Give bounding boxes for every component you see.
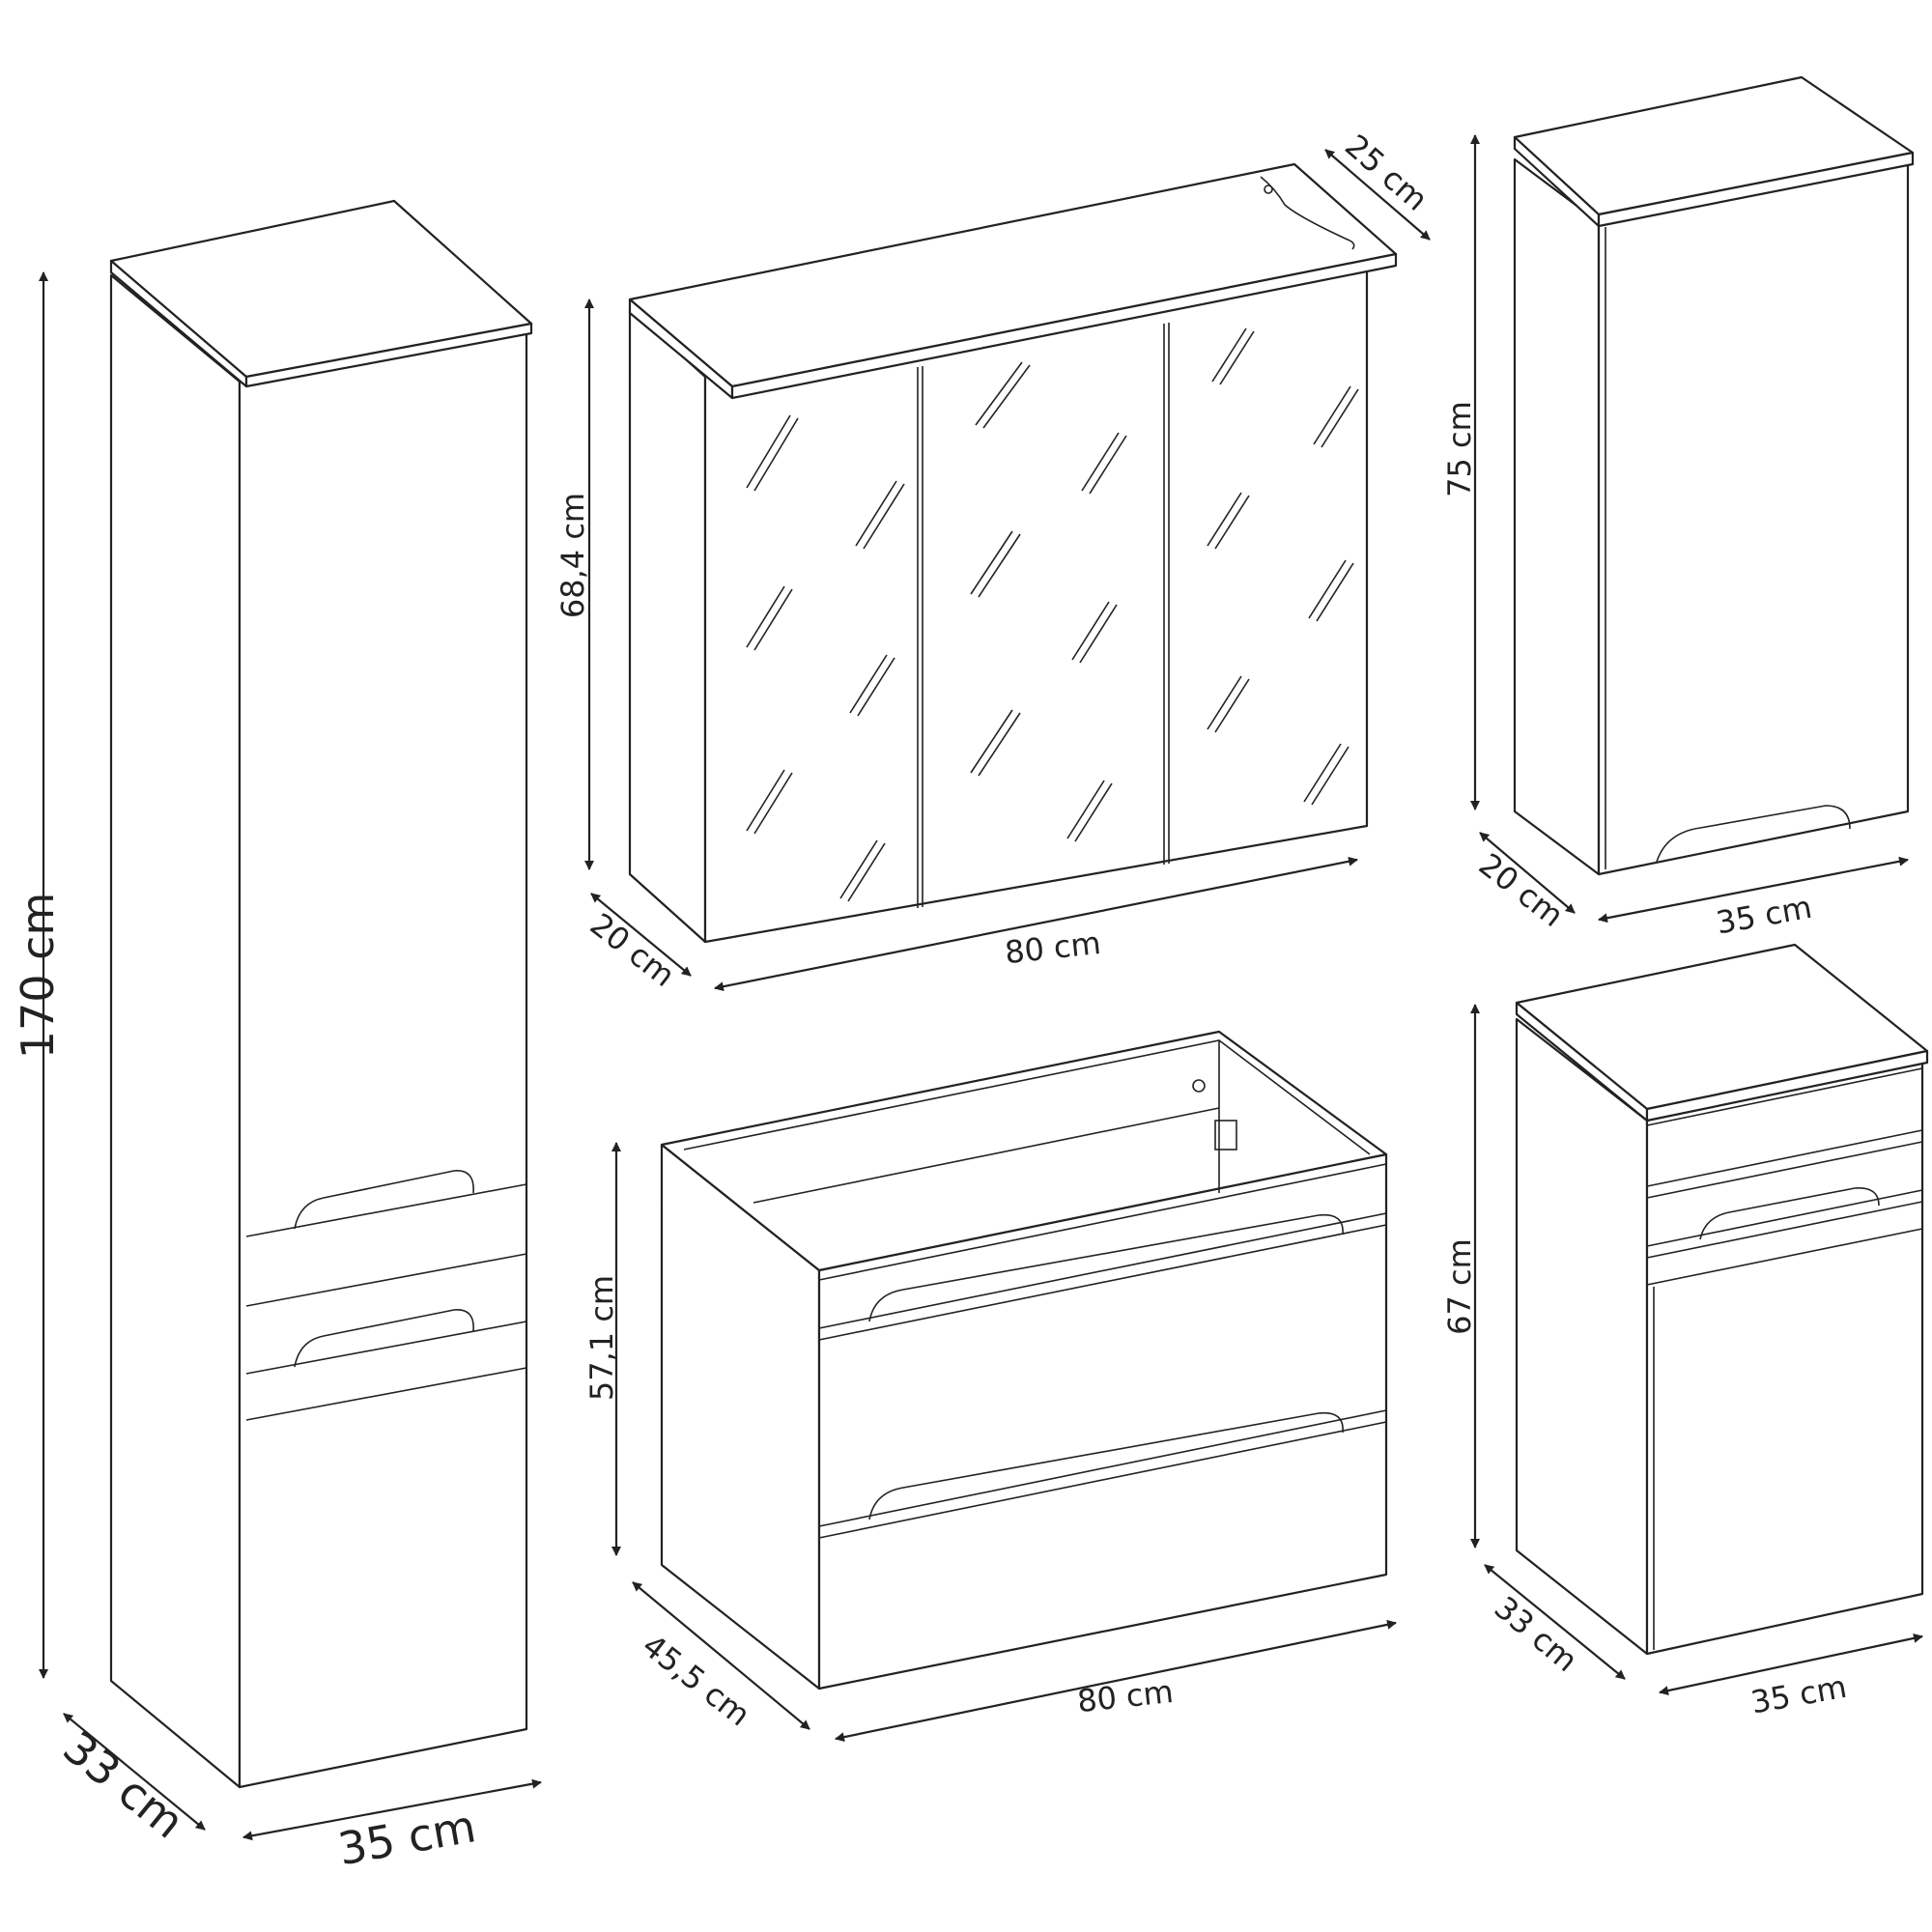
wall-height-label: 75 cm <box>1441 401 1478 497</box>
tall-height-label: 170 cm <box>12 893 64 1060</box>
low-width-label: 35 cm <box>1748 1668 1850 1721</box>
mirror-width-label: 80 cm <box>1003 924 1102 971</box>
tall-cabinet <box>109 199 533 1789</box>
tall-width-label: 35 cm <box>334 1800 479 1875</box>
wall-depth-label: 20 cm <box>1472 846 1571 934</box>
vanity-width-label: 80 cm <box>1075 1673 1175 1719</box>
wall-width-label: 35 cm <box>1714 889 1815 942</box>
low-height-label: 67 cm <box>1441 1238 1478 1335</box>
mirror-height-label: 68,4 cm <box>554 493 591 618</box>
mirror-depth-label: 20 cm <box>583 906 682 994</box>
vanity-depth-label: 45,5 cm <box>636 1627 757 1733</box>
low-cabinet <box>1515 943 1929 1656</box>
vanity-height-label: 57,1 cm <box>583 1275 620 1401</box>
wall-cabinet <box>1513 75 1915 876</box>
tall-depth-label: 33 cm <box>53 1721 193 1849</box>
mirror-cabinet <box>628 162 1398 944</box>
vanity-unit <box>660 1030 1388 1690</box>
